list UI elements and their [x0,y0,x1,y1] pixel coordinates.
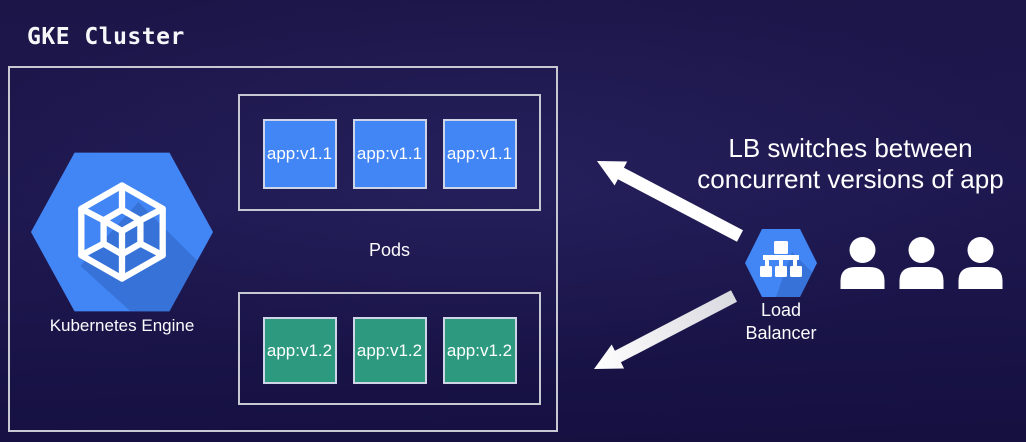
load-balancer-label-line2: Balancer [745,323,817,343]
load-balancer-label: Load Balancer [726,299,836,345]
lb-network-glyph [760,241,802,277]
pod-app-v1-1: app:v1.1 [352,119,427,189]
load-balancer-label-line1: Load [760,300,802,320]
kubernetes-engine-label: Kubernetes Engine [49,316,195,335]
gke-cube-glyph [78,182,166,282]
user-icon [899,237,944,289]
pod-app-v1-2: app:v1.2 [442,317,517,384]
pod-app-v1-1: app:v1.1 [442,119,517,189]
pod-app-v1-1: app:v1.1 [262,119,337,189]
pods-v2-group: app:v1.2 app:v1.2 app:v1.2 [238,292,541,405]
pod-app-v1-2: app:v1.2 [352,317,427,384]
pod-app-v1-2: app:v1.2 [262,317,337,384]
load-balancer-icon [745,229,817,297]
lb-annotation-line2: concurrent versions of app [697,164,1004,194]
lb-annotation-line1: LB switches between [728,133,973,163]
users-group [838,237,1005,289]
hexagon-long-shadow [80,201,214,312]
user-icon [840,237,885,289]
lb-annotation: LB switches between concurrent versions … [675,133,1026,195]
kubernetes-engine-icon [30,152,214,312]
user-icon [958,237,1003,289]
pods-label: Pods [368,240,411,260]
pods-v1-group: app:v1.1 app:v1.1 app:v1.1 [238,94,541,211]
gke-cluster-box [8,66,558,432]
page-title: GKE Cluster [27,24,185,50]
arrow-to-v2-pods [594,290,737,369]
